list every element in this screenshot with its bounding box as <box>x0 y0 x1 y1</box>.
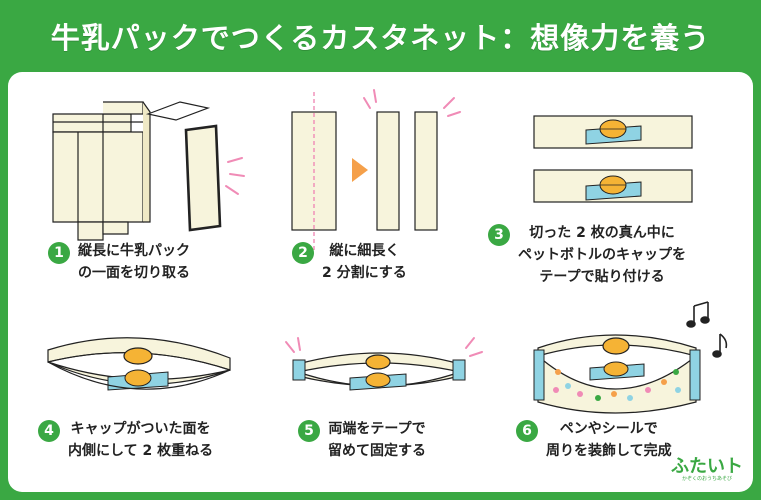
step-illustrations <box>47 89 728 414</box>
accent-lines-step5 <box>285 337 483 357</box>
step-text-line: 切った 2 枚の真ん中に <box>529 225 675 241</box>
content-panel: 1 縦長に牛乳パック の一面を切り取る 2 縦に細長く 2 分割にする 3 切っ… <box>8 72 753 492</box>
music-note-icon <box>686 301 728 358</box>
step-text: 縦長に牛乳パック の一面を切り取る <box>78 240 190 284</box>
step-text-line: 内側にして 2 枚重ねる <box>68 443 214 459</box>
step-text-line: 縦に細長く <box>329 243 400 259</box>
step-text: 切った 2 枚の真ん中に ペットボトルのキャップを テープで貼り付ける <box>518 222 686 288</box>
step-text: 縦に細長く 2 分割にする <box>322 240 407 284</box>
logo-text: ふたいト <box>671 456 743 477</box>
illustration-milk-carton-unfolded <box>52 101 222 241</box>
step-5: 5 両端をテープで 留めて固定する <box>298 418 426 462</box>
step-number: 3 <box>488 224 510 246</box>
step-text: キャップがついた面を 内側にして 2 枚重ねる <box>68 418 213 462</box>
step-2: 2 縦に細長く 2 分割にする <box>292 240 407 284</box>
illustration-carton-strip-full <box>291 92 337 250</box>
page-title: 牛乳パックでつくるカスタネット：想像力を養う <box>50 21 711 55</box>
polka-dot-decorations <box>553 369 681 401</box>
illustration-strip-with-cap-bottom <box>533 169 693 203</box>
step-text-line: 両端をテープで <box>328 421 426 437</box>
accent-lines-step1 <box>225 157 245 195</box>
logo-subtext: かぞくのおうちあそび <box>681 476 732 482</box>
illustration-taped-strips <box>292 352 466 391</box>
illustration-stacked-strips <box>47 337 231 391</box>
step-number: 6 <box>516 420 538 442</box>
step-number: 4 <box>38 420 60 442</box>
step-text: 両端をテープで 留めて固定する <box>328 418 426 462</box>
illustration-strip-with-cap-top <box>533 115 693 149</box>
step-text-line: 2 分割にする <box>322 265 407 281</box>
step-number: 2 <box>292 242 314 264</box>
title-bar: 牛乳パックでつくるカスタネット：想像力を養う <box>0 0 761 72</box>
illustration-decorated-castanet <box>533 334 701 414</box>
step-text-line: の一面を切り取る <box>78 265 190 281</box>
step-4: 4 キャップがついた面を 内側にして 2 枚重ねる <box>38 418 213 462</box>
step-3: 3 切った 2 枚の真ん中に ペットボトルのキャップを テープで貼り付ける <box>488 222 686 288</box>
step-6: 6 ペンやシールで 周りを装飾して完成 <box>516 418 672 462</box>
step-text: ペンやシールで 周りを装飾して完成 <box>546 418 672 462</box>
step-text-line: ペンやシールで <box>559 421 658 437</box>
step-text-line: 周りを装飾して完成 <box>546 443 672 459</box>
arrow-right-icon <box>352 158 368 182</box>
step-text-line: キャップがついた面を <box>70 421 211 437</box>
brand-logo: ふたいト かぞくのおうちあそび <box>671 456 743 483</box>
step-number: 5 <box>298 420 320 442</box>
illustration-carton-strips-split <box>376 111 438 231</box>
step-text-line: テープで貼り付ける <box>539 269 665 285</box>
step-text-line: ペットボトルのキャップを <box>518 247 686 263</box>
step-number: 1 <box>48 242 70 264</box>
step-1: 1 縦長に牛乳パック の一面を切り取る <box>48 240 190 284</box>
step-text-line: 留めて固定する <box>328 443 426 459</box>
step-text-line: 縦長に牛乳パック <box>78 243 190 259</box>
accent-lines-step2 <box>363 89 461 117</box>
